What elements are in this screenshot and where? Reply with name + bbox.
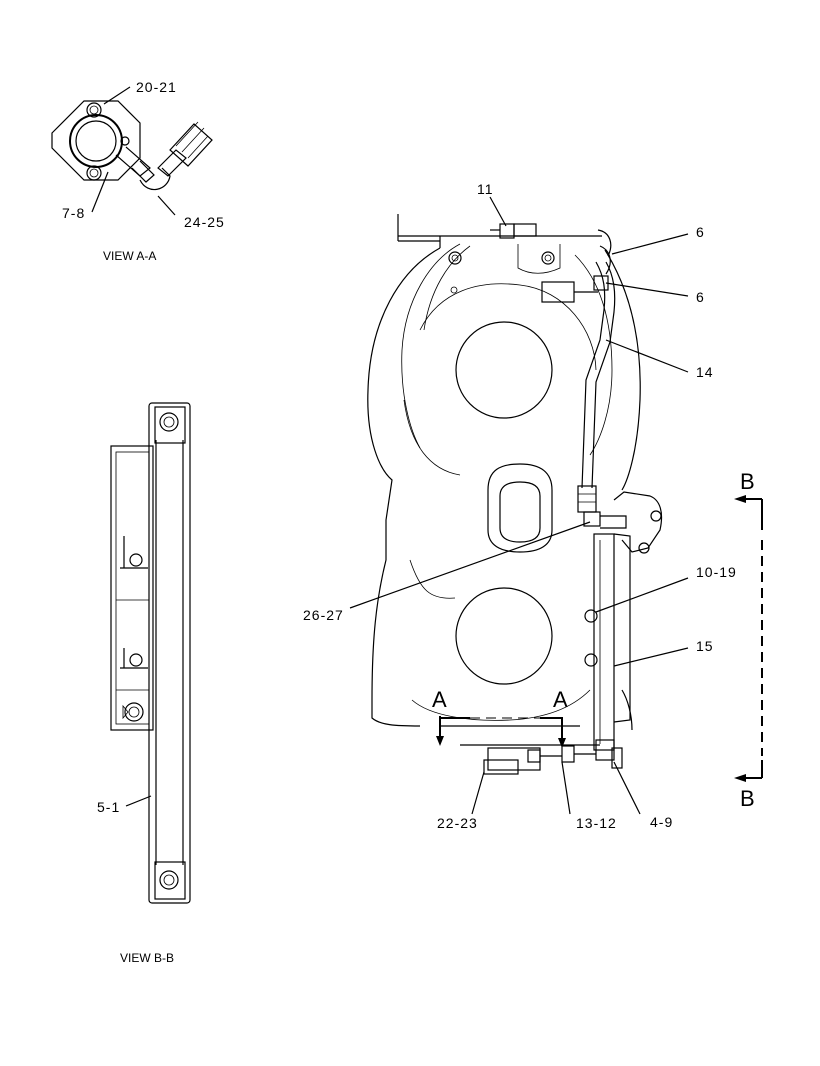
callout-24-25: 24-25 bbox=[184, 214, 225, 230]
callout-15: 15 bbox=[696, 638, 714, 654]
callout-22-23: 22-23 bbox=[437, 815, 478, 831]
section-a-right: A bbox=[553, 687, 568, 712]
callout-10-19: 10-19 bbox=[696, 564, 737, 580]
section-a-a-cutline: A A bbox=[432, 687, 568, 748]
section-b-bottom: B bbox=[740, 786, 755, 811]
callout-7-8: 7-8 bbox=[62, 205, 85, 221]
view-a-a-detail: 20-21 7-8 24-25 VIEW A-A bbox=[51, 79, 225, 263]
callout-20-21: 20-21 bbox=[136, 79, 177, 95]
callout-5-1: 5-1 bbox=[97, 799, 120, 815]
main-housing-view bbox=[367, 214, 663, 775]
callout-6-lower: 6 bbox=[696, 289, 705, 305]
view-b-b-label: VIEW B-B bbox=[120, 951, 174, 965]
callout-4-9: 4-9 bbox=[650, 814, 673, 830]
callout-11: 11 bbox=[477, 181, 494, 197]
callout-26-27: 26-27 bbox=[303, 607, 344, 623]
callout-6-upper: 6 bbox=[696, 224, 705, 240]
section-b-top: B bbox=[740, 469, 755, 494]
callout-13-12: 13-12 bbox=[576, 815, 617, 831]
view-b-b-detail: 5-1 VIEW B-B bbox=[97, 402, 191, 965]
leader-lines bbox=[349, 196, 689, 815]
section-b-b-cutline: B B bbox=[734, 469, 763, 811]
callouts-main: 11 6 6 14 10-19 15 26-27 22-23 13-12 4-9 bbox=[303, 181, 737, 831]
view-a-a-label: VIEW A-A bbox=[103, 249, 156, 263]
callout-14: 14 bbox=[696, 364, 714, 380]
section-a-left: A bbox=[432, 687, 447, 712]
